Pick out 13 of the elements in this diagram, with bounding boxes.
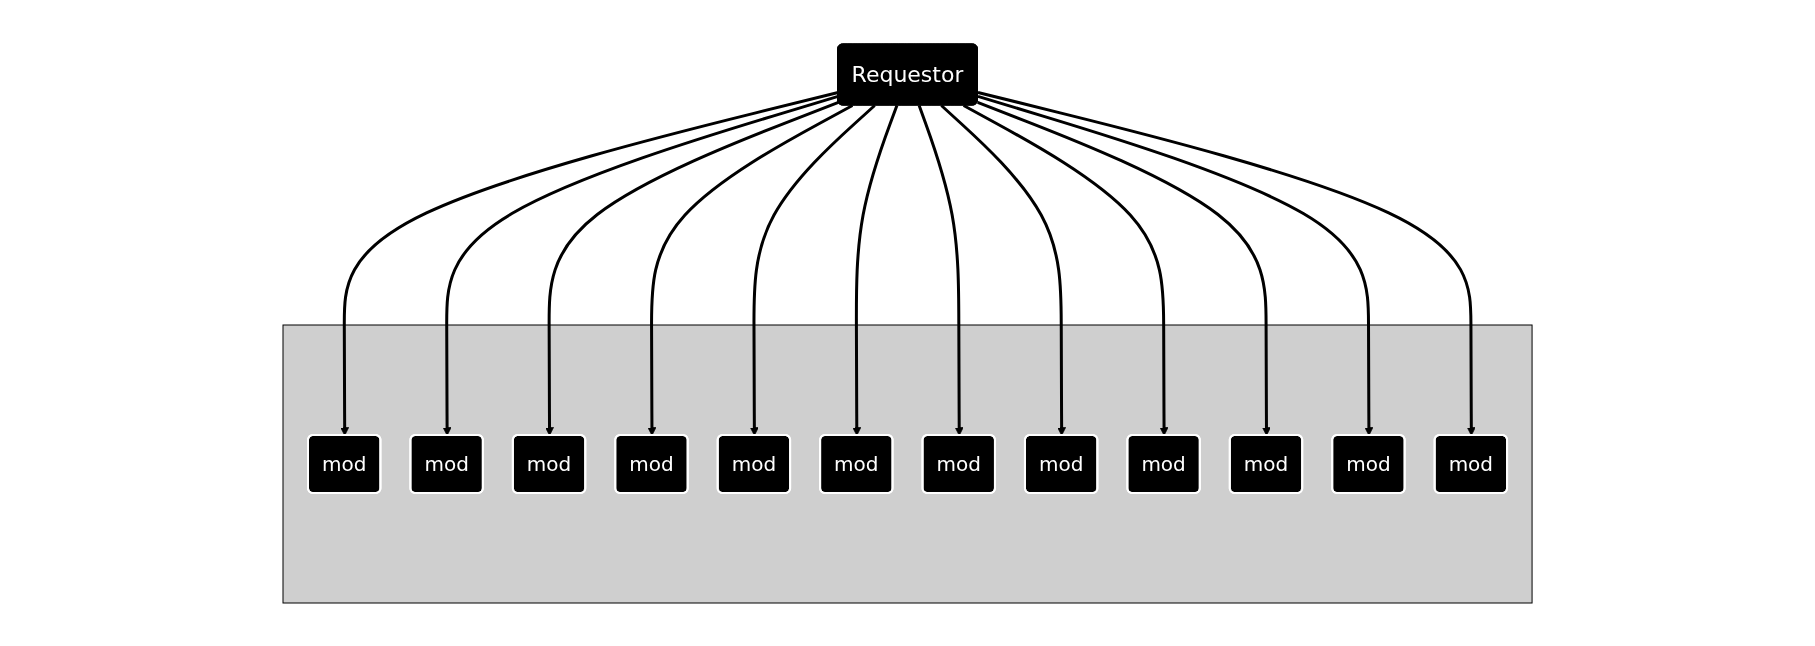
- arrow: [545, 100, 839, 436]
- arrow: [647, 103, 854, 436]
- arrow: [340, 90, 839, 436]
- arrow: [962, 103, 1169, 436]
- arrow: [749, 103, 876, 436]
- arrow: [977, 90, 1476, 436]
- arrow: [977, 100, 1271, 436]
- arrow: [977, 94, 1374, 436]
- arrow: [940, 103, 1066, 436]
- arrow: [442, 94, 839, 436]
- arrow: [852, 104, 899, 436]
- arrow: [917, 104, 964, 436]
- cluster: [282, 324, 1533, 603]
